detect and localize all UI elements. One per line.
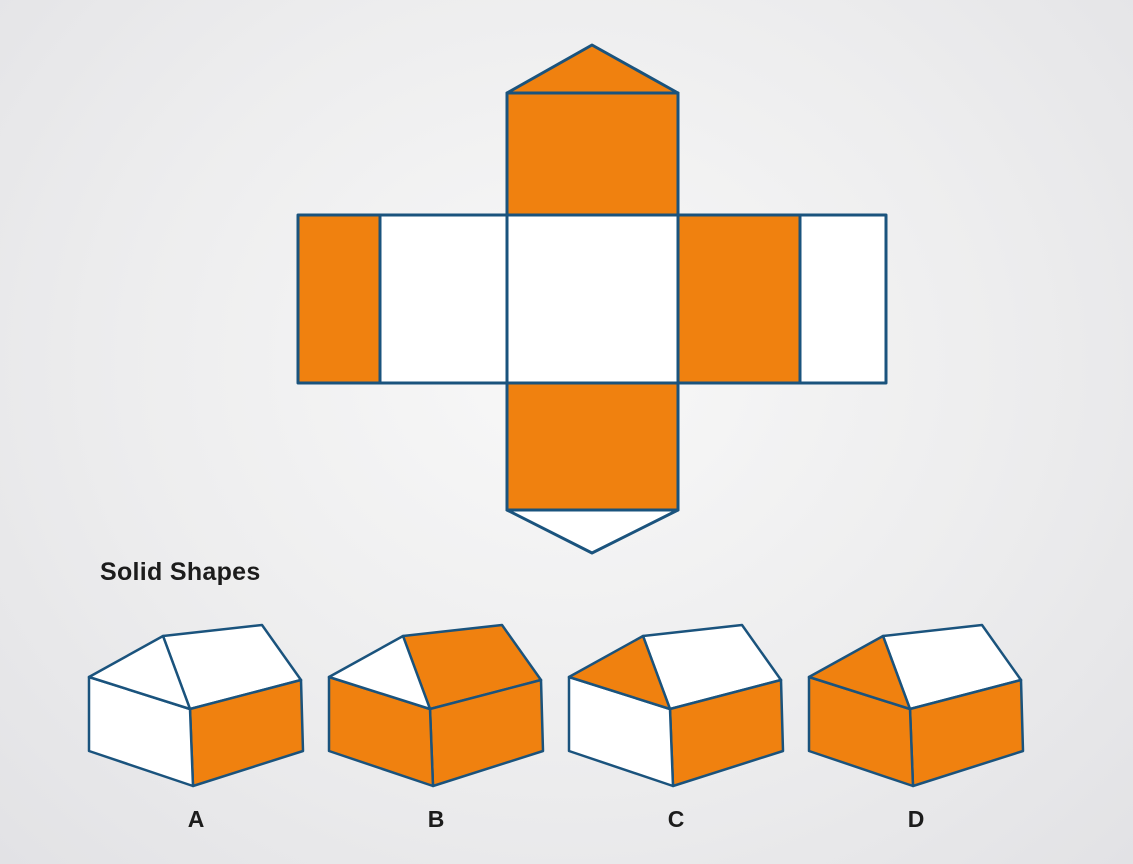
house-solid-a [87,623,305,788]
section-title: Solid Shapes [100,558,261,586]
option-d[interactable]: D [805,620,1027,833]
gable-triangle-face [567,634,672,711]
net-bottom-rect-face [505,381,680,512]
net-top-triangle-face [505,43,680,95]
net-strip-face-1 [296,213,382,385]
option-c[interactable]: C [565,620,787,833]
option-c-label: C [667,806,685,832]
house-solid-d [807,623,1025,788]
gable-triangle-face [327,634,432,711]
gable-triangle-face [87,634,192,711]
option-a[interactable]: A [85,620,307,833]
net-top-rect-face [505,91,680,217]
net-strip-face-4 [676,213,802,385]
house-solid-b [327,623,545,788]
net-bottom-triangle-face [505,508,680,555]
house-solid-c [567,623,785,788]
option-b[interactable]: B [325,620,547,833]
option-d-label: D [907,806,925,832]
option-b-label: B [427,806,445,832]
net-strip-face-5 [798,213,888,385]
option-a-label: A [187,806,205,832]
gable-triangle-face [807,634,912,711]
net-strip-face-2 [378,213,509,385]
net-strip-face-3 [505,213,680,385]
net-diagram [296,43,888,555]
